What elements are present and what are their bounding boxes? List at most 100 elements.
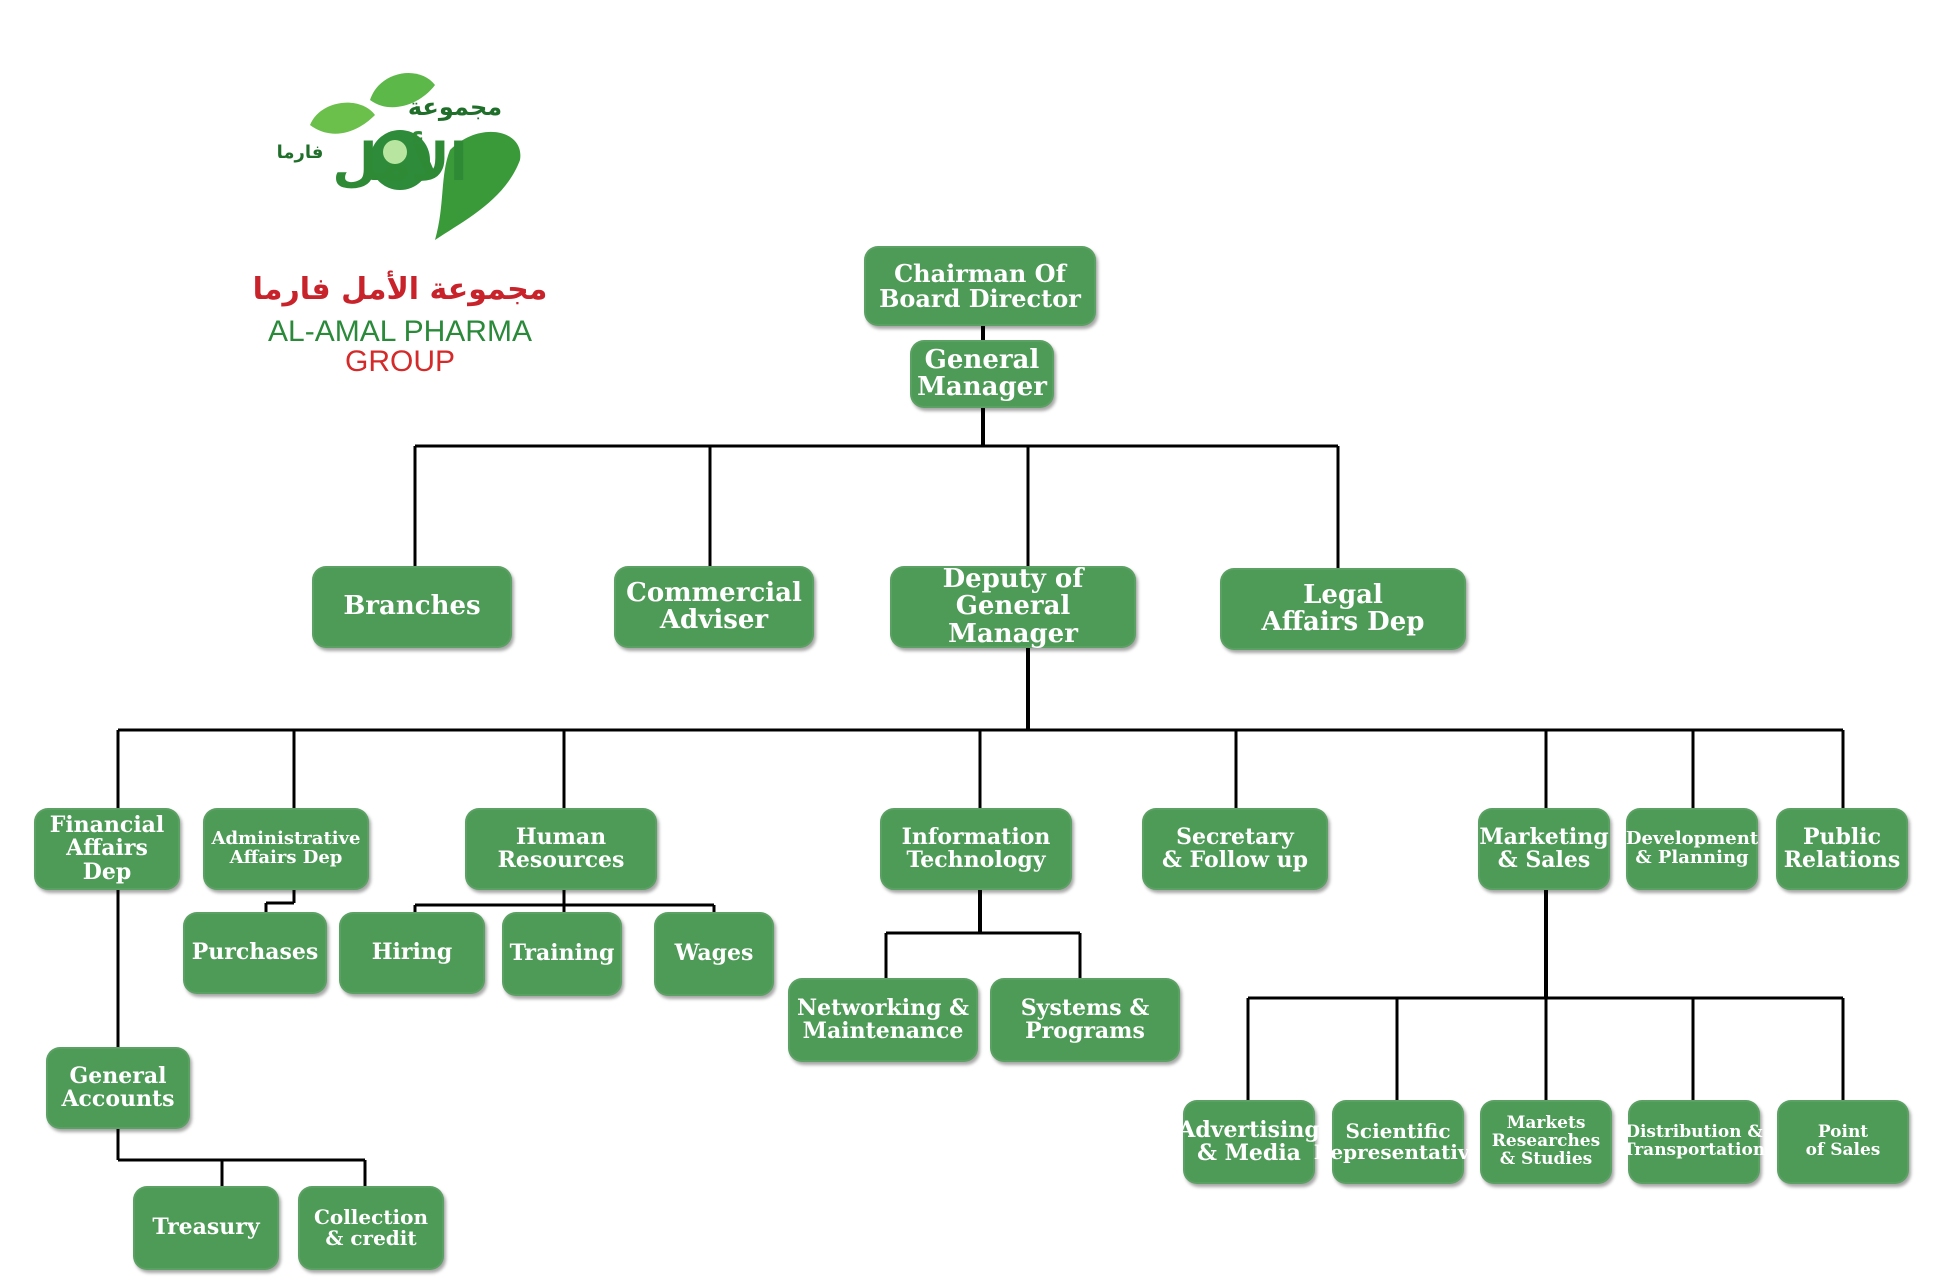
box-label: Marketing& Sales (1479, 823, 1609, 873)
box-label: Purchases (192, 941, 319, 964)
box-label-line: Markets (1506, 1113, 1586, 1134)
box-label-line: Public (1802, 823, 1882, 850)
box-label: Training (510, 942, 615, 965)
box-label-line: Administrative (211, 828, 361, 850)
secretary-box: Secretary& Follow up (1142, 808, 1328, 890)
box-label-line: Transportation (1622, 1140, 1766, 1160)
logo-arabic-name: مجموعة الأمل فارما (252, 272, 548, 307)
box-label: Distribution &Transportation (1622, 1123, 1766, 1160)
box-label-line: Treasury (152, 1214, 260, 1241)
advertising-media-box: Advertising& Media (1178, 1100, 1320, 1184)
box-label-line: Affairs Dep (1261, 607, 1425, 637)
collection-credit-box: Collection& credit (298, 1186, 444, 1270)
box-label: Systems &Programs (1020, 994, 1150, 1044)
box-label-line: Systems & (1020, 994, 1150, 1021)
box-label-line: Affairs Dep (229, 847, 343, 868)
box-label-line: Point (1817, 1122, 1869, 1143)
box-label-line: of Sales (1805, 1140, 1881, 1160)
box-label: Networking &Maintenance (797, 994, 969, 1044)
training-box: Training (502, 912, 622, 996)
box-label-line: Deputy of (942, 564, 1084, 595)
development-planning-box: Development& Planning (1626, 808, 1758, 890)
box-label: Hiring (372, 941, 452, 964)
box-label-line: Adviser (659, 605, 769, 635)
box-label: Wages (675, 942, 754, 965)
box-label-line: Collection (313, 1205, 429, 1229)
box-label-line: Secretary (1176, 823, 1294, 850)
treasury-box: Treasury (133, 1186, 279, 1270)
box-label-line: Information (901, 823, 1051, 850)
box-label-line: & Sales (1497, 847, 1591, 873)
box-label-line: Networking & (797, 994, 969, 1021)
box-label-line: General (69, 1062, 167, 1089)
box-label-line: Researches (1491, 1131, 1601, 1152)
networking-box: Networking &Maintenance (788, 978, 978, 1062)
box-label: Secretary& Follow up (1162, 823, 1308, 873)
box-label: Branches (343, 591, 481, 622)
box-label-line: & Media (1197, 1140, 1301, 1166)
purchases-box: Purchases (183, 912, 327, 994)
box-label-line: Manager (917, 372, 1047, 402)
box-label-line: & Studies (1499, 1148, 1593, 1169)
box-label-line: Board Director (879, 284, 1081, 313)
box-label-line: & credit (325, 1226, 417, 1250)
box-label-line: Marketing (1479, 823, 1609, 850)
logo-ar-line1: مجموعة (408, 93, 502, 121)
box-label-line: Development (1625, 828, 1759, 850)
box-label-line: Maintenance (802, 1018, 964, 1044)
box-label-line: Accounts (61, 1086, 175, 1112)
box-label-line: Legal (1303, 579, 1383, 610)
box-label-line: Wages (674, 940, 754, 967)
box-label-line: General (924, 344, 1040, 375)
box-label: Treasury (152, 1216, 259, 1239)
box-label-line: Technology (906, 847, 1046, 873)
box-label-line: Affairs Dep (66, 835, 148, 885)
box-label-line: Training (509, 940, 615, 967)
box-label-line: Chairman Of (894, 258, 1066, 288)
box-label-line: Advertising (1178, 1116, 1320, 1143)
logo-emblem: مجموعة الأمل فارما (277, 40, 521, 249)
box-label: Collection& credit (314, 1207, 428, 1249)
box-label-line: Programs (1025, 1018, 1145, 1044)
box-label-line: Relations (1783, 847, 1901, 873)
box-label-line: Commercial (626, 577, 802, 608)
logo-ar-side: فارما (277, 142, 324, 163)
box-label: Development& Planning (1625, 828, 1759, 868)
box-label-line: Branches (343, 591, 481, 622)
hiring-box: Hiring (339, 912, 485, 994)
box-label-line: & Planning (1635, 847, 1749, 868)
box-label-line: & Follow up (1162, 847, 1308, 873)
logo-english-line1: AL-AMAL PHARMA (268, 315, 532, 348)
box-label-line: Resources (497, 847, 625, 873)
box-label-line: Representative (1313, 1140, 1483, 1164)
box-label-line: Financial (49, 812, 165, 839)
box-label-line: Scientific (1345, 1119, 1451, 1143)
box-label-line: General Manager (948, 591, 1078, 649)
branches-box: Branches (312, 566, 512, 648)
systems-box: Systems &Programs (990, 978, 1180, 1062)
logo-ar-line2: الأمل (332, 130, 467, 193)
